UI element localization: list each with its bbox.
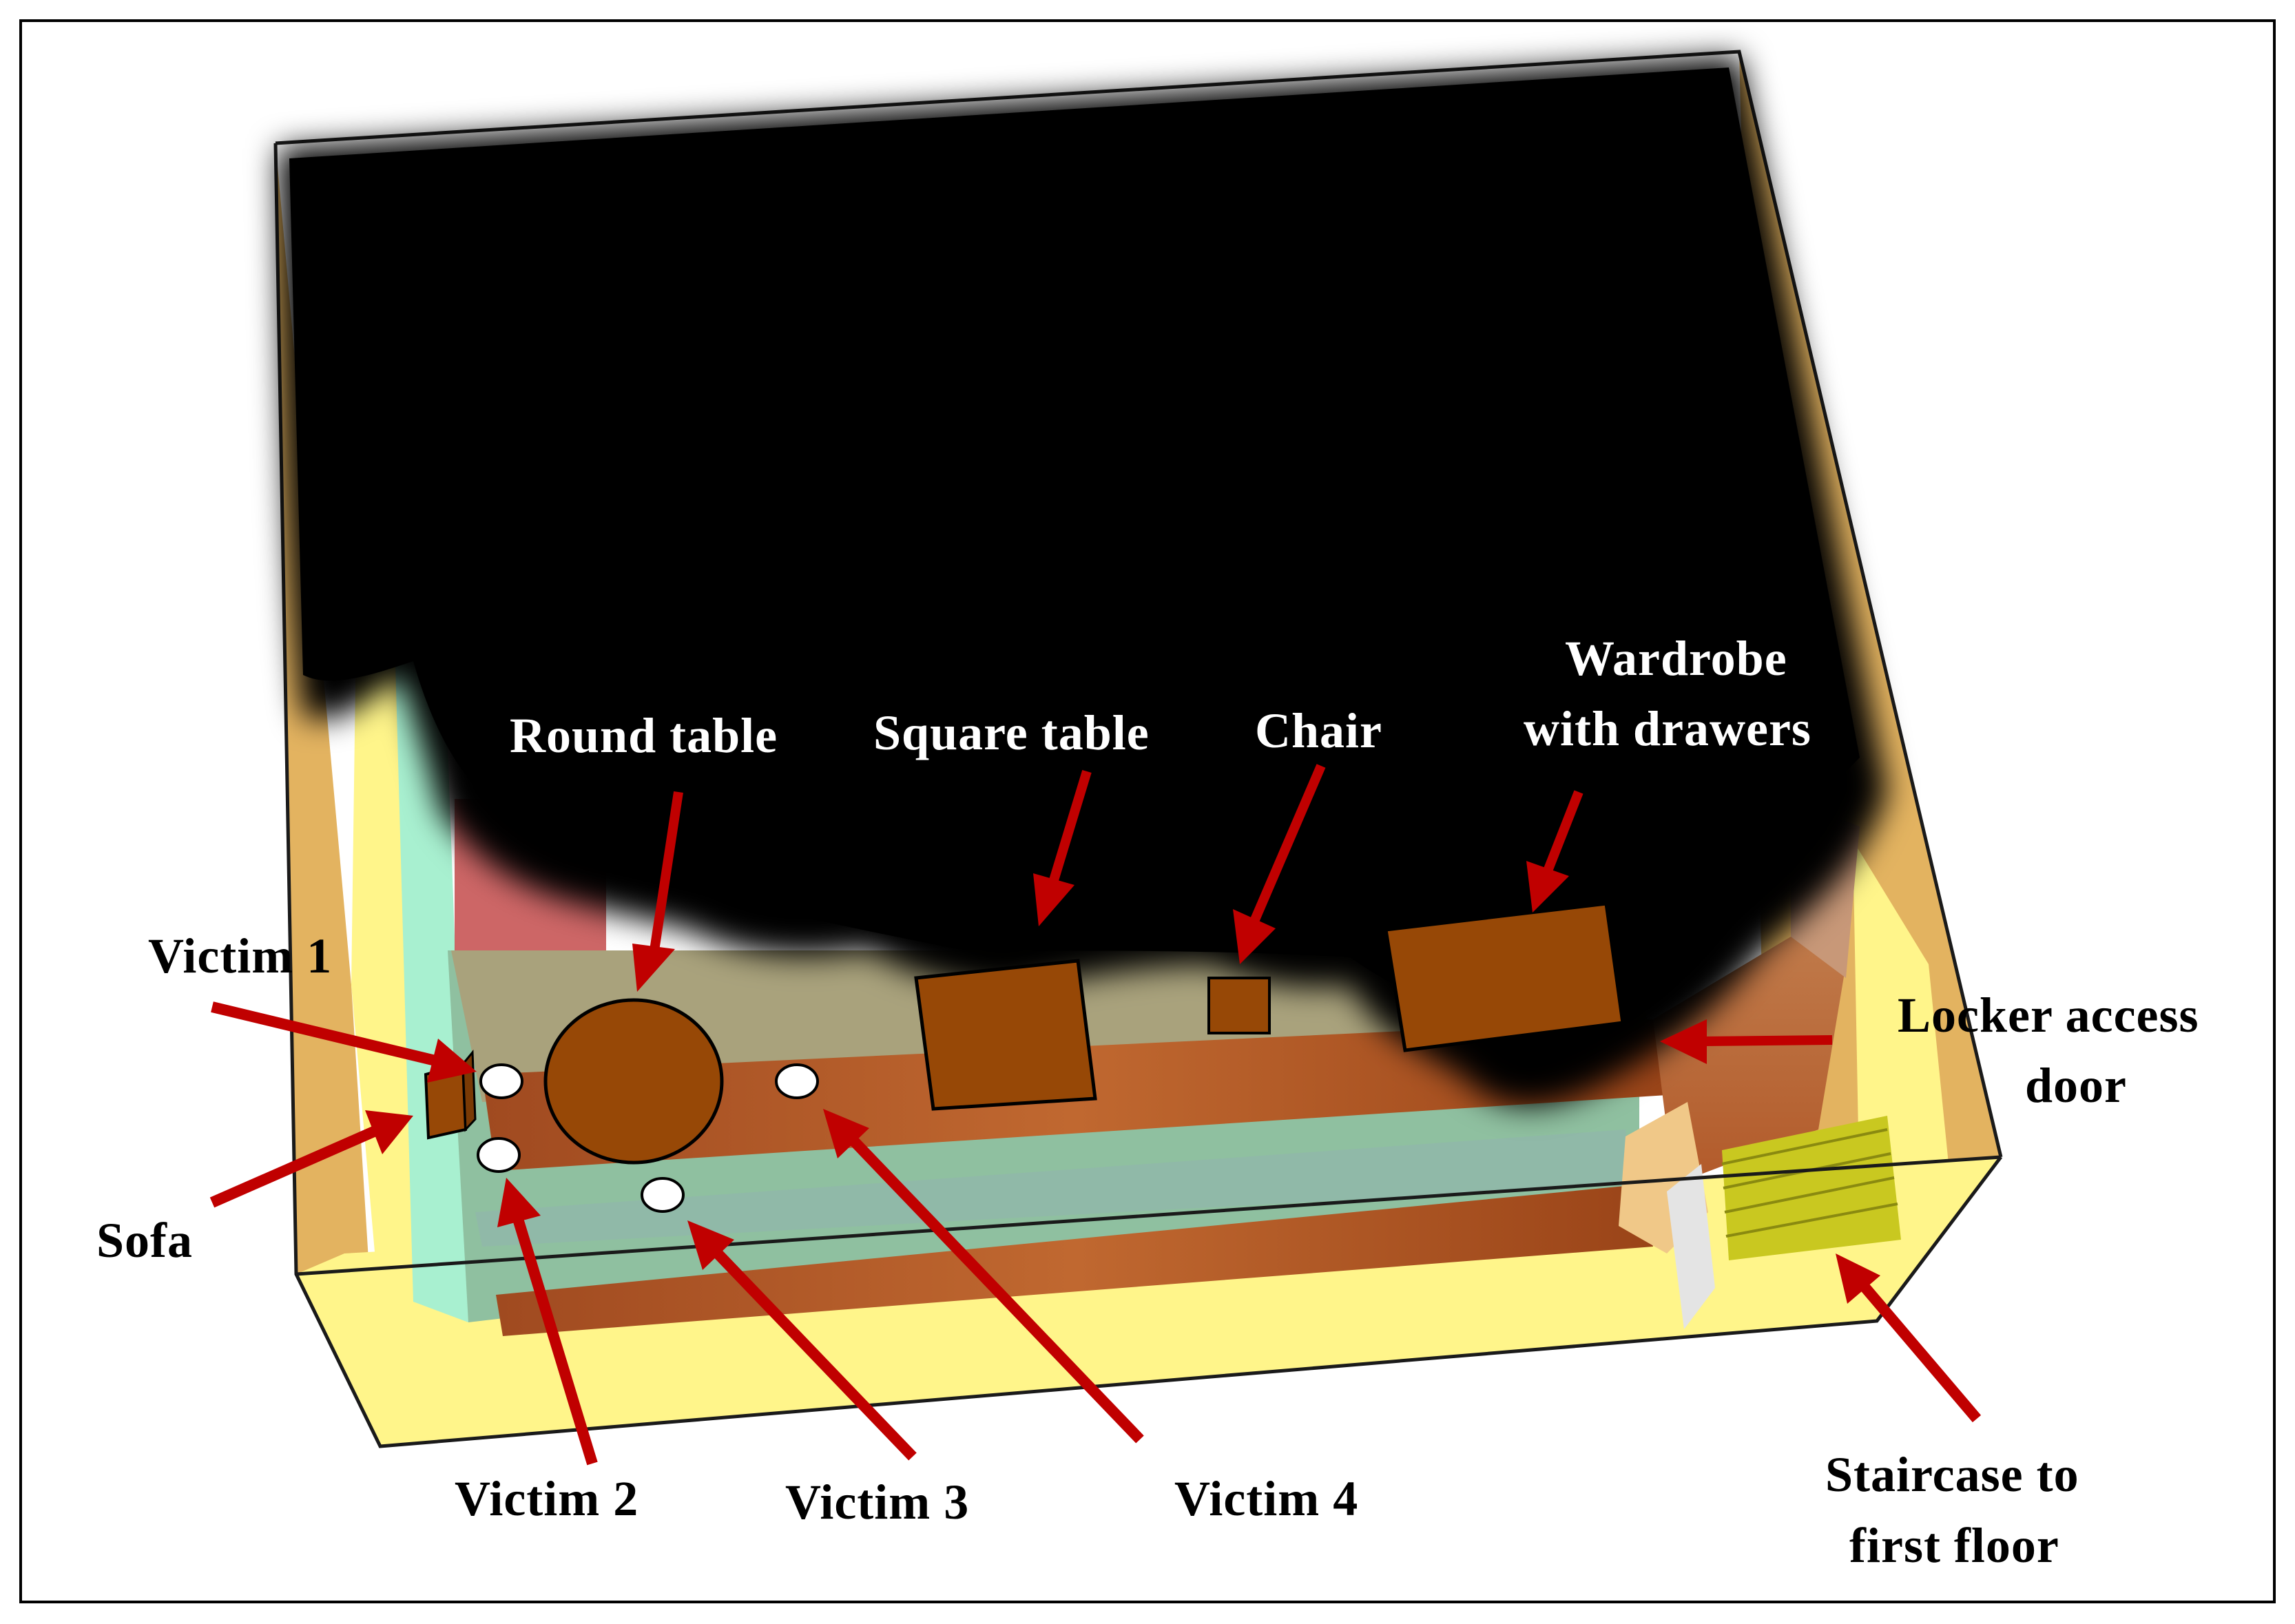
label-victim4: Victim 4 <box>1174 1471 1358 1526</box>
box-left-edge <box>273 143 2002 1448</box>
label-chair: Chair <box>1255 703 1382 758</box>
box-mid-edge <box>295 1155 2002 1276</box>
label-victim3: Victim 3 <box>785 1475 969 1530</box>
arrow-victim1 <box>211 1001 477 1083</box>
victim2-marker <box>477 1137 521 1173</box>
walkway <box>475 1129 1632 1247</box>
smoke-layer <box>279 56 1887 1105</box>
square-table-shape <box>914 959 1097 1111</box>
label-sofa: Sofa <box>96 1213 193 1268</box>
wardrobe-shape <box>1384 902 1625 1052</box>
label-staircase-line1: Staircase to <box>1825 1447 2079 1502</box>
arrow-victim3 <box>687 1220 917 1461</box>
arrow-round-table <box>632 791 683 992</box>
victim1-marker <box>479 1063 523 1099</box>
box-top-edge <box>275 50 2003 1158</box>
victims <box>477 1063 819 1213</box>
arrow-wardrobe <box>1526 790 1583 913</box>
arrow-locker <box>1660 1019 1833 1064</box>
arrow-chair <box>1233 764 1326 964</box>
label-locker-line1: Locker access <box>1898 988 2199 1043</box>
smoke-core <box>289 67 1860 1014</box>
staircase-shape <box>1721 1116 1901 1260</box>
label-wardrobe-line1: Wardrobe <box>1565 631 1787 686</box>
label-wardrobe-line2: with drawers <box>1524 701 1811 756</box>
furniture <box>424 902 1625 1165</box>
wood-strip-lower <box>496 1185 1653 1336</box>
round-table-shape <box>543 998 724 1165</box>
label-square-table: Square table <box>873 705 1150 760</box>
door-panel <box>1667 1164 1715 1329</box>
arrow-square-table <box>1033 769 1092 926</box>
label-locker-line2: door <box>2025 1058 2127 1113</box>
arrows <box>209 764 1982 1466</box>
label-victim2: Victim 2 <box>455 1471 638 1526</box>
labels: Round table Square table Chair Wardrobe … <box>96 631 2199 1573</box>
arrow-sofa <box>209 1110 413 1208</box>
arrow-victim4 <box>823 1109 1144 1444</box>
label-victim1: Victim 1 <box>148 928 332 983</box>
label-staircase-line2: first floor <box>1849 1518 2059 1573</box>
chair-shape <box>1207 977 1271 1034</box>
arrow-staircase <box>1836 1253 1982 1423</box>
arrow-victim2 <box>497 1178 598 1466</box>
label-round-table: Round table <box>510 708 778 763</box>
victim3-marker <box>641 1177 685 1213</box>
victim4-marker <box>775 1063 819 1099</box>
